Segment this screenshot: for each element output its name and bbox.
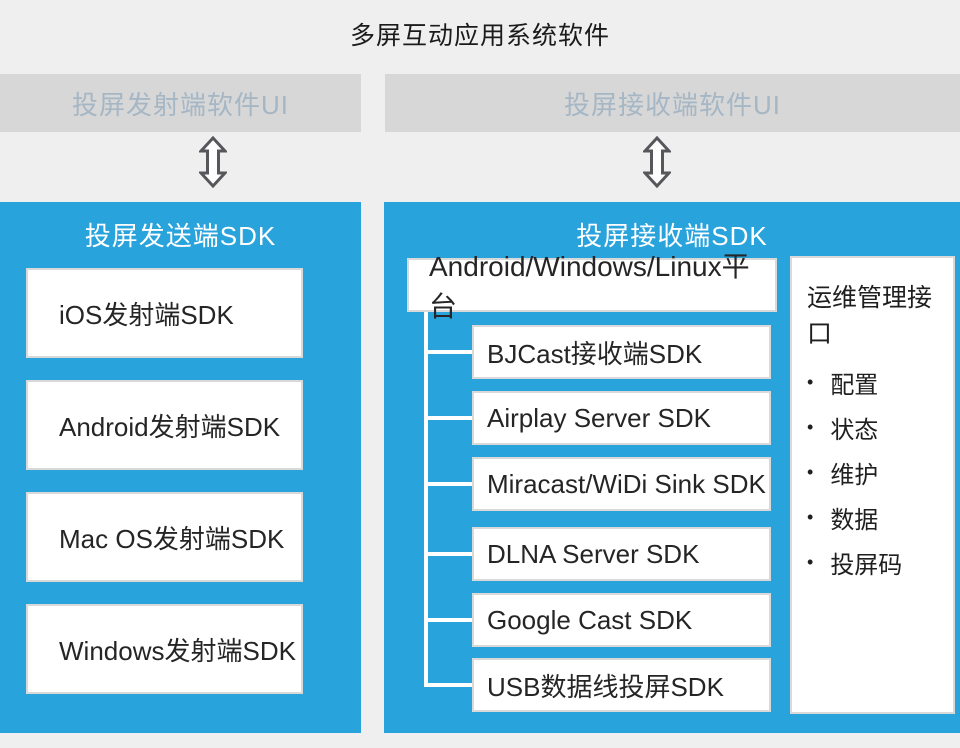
sender-sdk-panel: 投屏发送端SDK iOS发射端SDK Android发射端SDK Mac OS发… [0, 202, 361, 733]
ops-panel-heading: 运维管理接口 [807, 284, 933, 348]
ops-interface-panel: 运维管理接口 • 配置 • 状态 • 维护 • 数据 [790, 256, 955, 714]
ops-item-label: 数据 [830, 507, 879, 534]
receiver-sdk-box: DLNA Server SDK [472, 527, 771, 581]
updown-arrow-icon [643, 136, 671, 188]
ops-item: • 维护 [807, 450, 953, 495]
tree-vertical-line [424, 312, 428, 687]
ops-item-label: 投屏码 [830, 552, 903, 579]
receiver-ui-bar: 投屏接收端软件UI [385, 74, 960, 132]
sender-sdk-header: 投屏发送端SDK [84, 221, 277, 251]
updown-arrow-icon [199, 136, 227, 188]
platform-box: Android/Windows/Linux平台 [407, 251, 777, 322]
ops-item: • 配置 [807, 360, 953, 405]
sender-sdk-box: Android发射端SDK [26, 380, 303, 470]
sender-sdk-box: Mac OS发射端SDK [26, 492, 303, 582]
tree-connector [426, 683, 472, 687]
ops-item: • 投屏码 [807, 540, 953, 585]
sender-sdk-box: Windows发射端SDK [26, 604, 303, 694]
tree-connector [426, 552, 472, 556]
bullet-icon: • [807, 552, 814, 572]
sender-sdk-box: iOS发射端SDK [26, 268, 303, 358]
ops-item-label: 状态 [830, 417, 879, 444]
receiver-sdk-box: Google Cast SDK [472, 593, 771, 647]
receiver-sdk-box: Miracast/WiDi Sink SDK [472, 457, 771, 511]
page-title: 多屏互动应用系统软件 [349, 22, 610, 50]
ops-item: • 数据 [807, 495, 953, 540]
bullet-icon: • [807, 372, 814, 392]
receiver-sdk-box: BJCast接收端SDK [472, 325, 771, 379]
tree-connector [426, 618, 472, 622]
ops-item-label: 配置 [830, 372, 879, 399]
receiver-sdk-box: USB数据线投屏SDK [472, 658, 771, 712]
receiver-ui-label: 投屏接收端软件UI [563, 89, 781, 120]
bullet-icon: • [807, 462, 814, 482]
receiver-sdk-panel: 投屏接收端SDK Android/Windows/Linux平台 BJCast接… [384, 202, 960, 733]
receiver-sdk-header: 投屏接收端SDK [576, 221, 768, 251]
bullet-icon: • [807, 507, 814, 527]
ops-item-list: • 配置 • 状态 • 维护 • 数据 • 投屏码 [792, 360, 953, 585]
sender-ui-bar: 投屏发射端软件UI [0, 74, 361, 132]
tree-connector [426, 482, 472, 486]
ops-item-label: 维护 [830, 462, 879, 489]
tree-connector [426, 416, 472, 420]
receiver-sdk-box: Airplay Server SDK [472, 391, 771, 445]
ops-item: • 状态 [807, 405, 953, 450]
bullet-icon: • [807, 417, 814, 437]
sender-ui-label: 投屏发射端软件UI [71, 89, 289, 120]
tree-connector [426, 350, 472, 354]
